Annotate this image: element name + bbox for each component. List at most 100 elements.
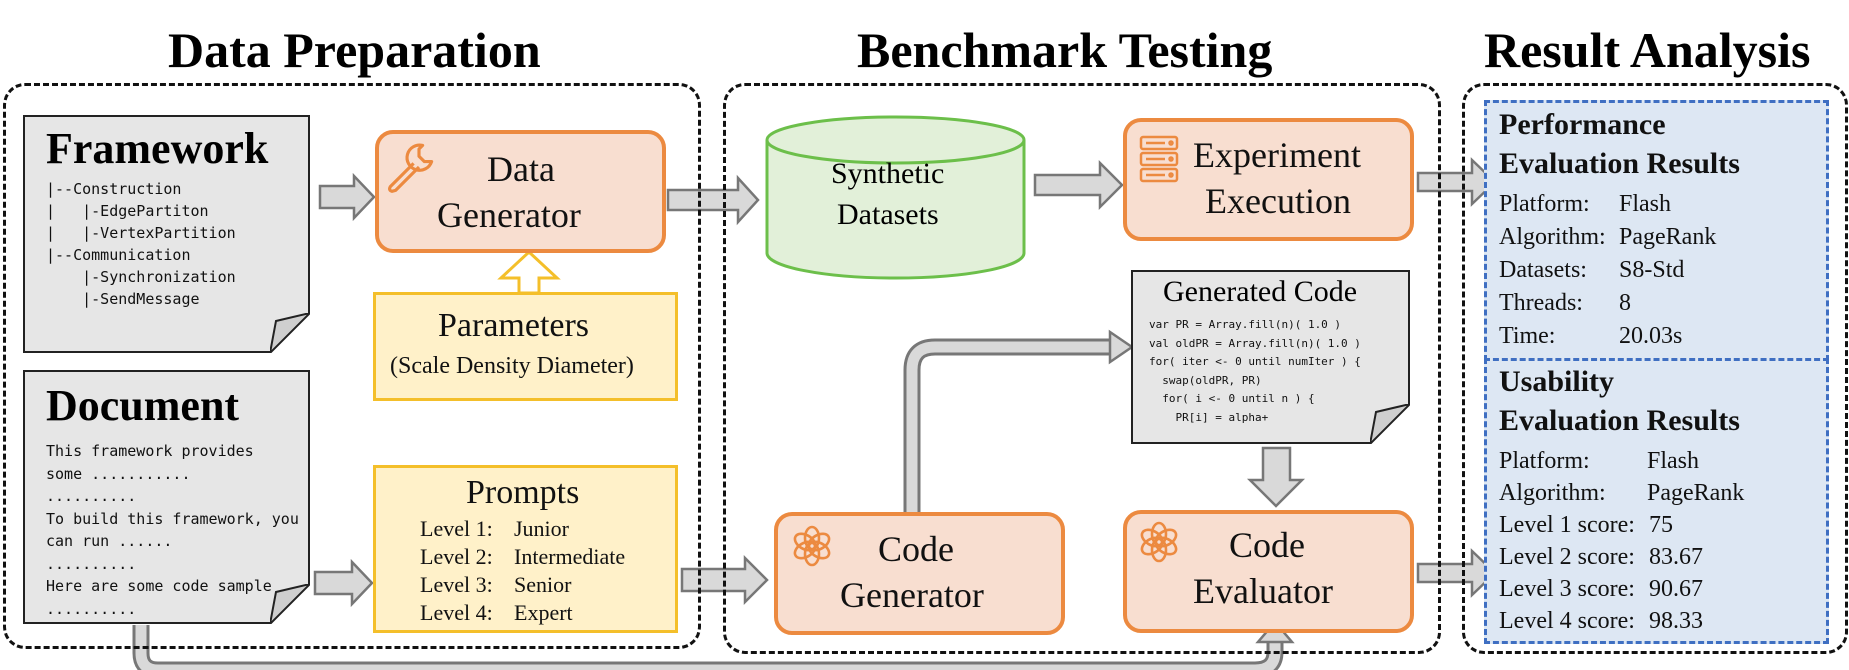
arrow-execution-to-performance — [1416, 157, 1497, 207]
usability-title-line2: Evaluation Results — [1499, 404, 1740, 437]
usability-key: Algorithm: — [1499, 480, 1606, 506]
server-rack-icon — [1139, 135, 1179, 183]
usability-value: Flash — [1647, 448, 1700, 474]
framework-tree-line: |--Construction — [46, 180, 182, 198]
framework-tree-line: |-SendMessage — [46, 290, 200, 308]
usability-value: PageRank — [1647, 480, 1745, 506]
usability-key: Level 2 score: — [1499, 544, 1635, 570]
prompts-box: Prompts Level 1: Junior Level 2: Interme… — [373, 465, 678, 633]
generated-code-document: Generated Code var PR = Array.fill(n)( 1… — [1131, 270, 1410, 444]
arrow-code-to-evaluator — [1246, 446, 1306, 508]
arrow-datasets-to-execution — [1033, 159, 1124, 211]
generated-code-title: Generated Code — [1163, 275, 1358, 308]
framework-tree-line: | |-EdgePartiton — [46, 202, 209, 220]
document-line: .......... — [46, 487, 137, 505]
usability-key: Level 4 score: — [1499, 608, 1635, 634]
performance-value: Flash — [1619, 191, 1672, 217]
title-benchmark-testing: Benchmark Testing — [857, 22, 1273, 78]
performance-value: 20.03s — [1619, 323, 1683, 349]
code-line: swap(oldPR, PR) — [1149, 373, 1262, 387]
prompt-level-name: Expert — [514, 600, 573, 625]
openai-logo-icon — [793, 525, 831, 567]
title-result-analysis: Result Analysis — [1484, 22, 1811, 78]
arrow-framework-to-generator — [318, 172, 376, 222]
data-generator-line2: Generator — [437, 195, 581, 235]
arrow-parameters-to-generator — [497, 249, 561, 295]
prompt-level-label: Level 4: — [420, 600, 493, 625]
document-document: Document This framework provides some ..… — [23, 370, 310, 624]
page-fold-icon — [270, 584, 310, 624]
panel-data-preparation — [3, 83, 701, 649]
document-line: .......... — [46, 554, 137, 573]
generated-code-text: var PR = Array.fill(n)( 1.0 ) val oldPR … — [1149, 316, 1361, 427]
panel-benchmark-testing — [723, 83, 1441, 654]
usability-key: Level 1 score: — [1499, 512, 1635, 538]
parameters-box: Parameters (Scale Density Diameter) — [373, 292, 678, 401]
arrow-generator-to-datasets — [666, 174, 760, 226]
prompt-level-name: Junior — [514, 516, 569, 541]
synthetic-datasets-line2: Datasets — [837, 198, 939, 231]
usability-key: Platform: — [1499, 448, 1590, 474]
code-evaluator-box: Code Evaluator — [1123, 510, 1414, 633]
performance-results-box: Performance Evaluation Results Platform:… — [1484, 100, 1829, 361]
page-fold-icon — [1370, 404, 1410, 444]
document-line: Here are some code sample — [46, 577, 272, 595]
framework-title: Framework — [46, 124, 269, 173]
framework-tree-line: | |-VertexPartition — [46, 224, 236, 242]
code-line: val oldPR = Array.fill(n)( 1.0 ) — [1149, 336, 1361, 350]
document-title: Document — [46, 381, 240, 430]
usability-value: 75 — [1649, 512, 1673, 538]
pipe-arrowhead-2 — [1108, 329, 1135, 365]
experiment-execution-line1: Experiment — [1193, 135, 1361, 175]
usability-title-line1: Usability — [1499, 365, 1615, 398]
performance-key: Time: — [1499, 323, 1556, 349]
performance-value: 8 — [1619, 290, 1631, 316]
prompt-level-name: Intermediate — [514, 544, 626, 569]
code-line: var PR = Array.fill(n)( 1.0 ) — [1149, 318, 1342, 331]
synthetic-datasets-cylinder — [765, 115, 1026, 280]
performance-value: PageRank — [1619, 224, 1717, 250]
prompt-level-label: Level 2: — [420, 544, 493, 569]
openai-logo-icon — [1140, 521, 1178, 563]
title-data-preparation: Data Preparation — [168, 22, 541, 78]
parameters-title: Parameters — [438, 307, 590, 344]
document-line: can run ...... — [46, 532, 173, 550]
usability-value: 90.67 — [1649, 576, 1703, 602]
document-text: This framework provides some ...........… — [46, 440, 299, 620]
performance-value: S8-Std — [1619, 257, 1685, 283]
prompt-level-name: Senior — [514, 572, 572, 597]
framework-tree-line: |--Communication — [46, 246, 191, 264]
usability-value: 83.67 — [1649, 544, 1703, 570]
performance-key: Algorithm: — [1499, 224, 1606, 250]
performance-key: Threads: — [1499, 290, 1583, 316]
wrench-icon — [388, 143, 434, 193]
experiment-execution-box: Experiment Execution — [1123, 118, 1414, 241]
performance-title-line1: Performance — [1499, 108, 1666, 141]
experiment-execution-line2: Execution — [1205, 181, 1351, 221]
document-line: To build this framework, you — [46, 509, 299, 528]
code-evaluator-line1: Code — [1229, 525, 1305, 565]
usability-key: Level 3 score: — [1499, 576, 1635, 602]
usability-value: 98.33 — [1649, 608, 1703, 634]
document-line: .......... — [46, 599, 137, 618]
framework-tree: |--Construction | |-EdgePartiton | |-Ver… — [46, 178, 236, 310]
document-line: some ........... — [46, 464, 191, 483]
code-evaluator-line2: Evaluator — [1193, 571, 1333, 611]
panel-result-analysis — [1462, 83, 1848, 654]
code-generator-line2: Generator — [840, 575, 984, 615]
page-fold-icon — [270, 313, 310, 353]
code-generator-box: Code Generator — [774, 512, 1065, 635]
usability-results-box: Usability Evaluation Results Platform: F… — [1484, 358, 1829, 644]
performance-key: Datasets: — [1499, 257, 1587, 283]
performance-title-line2: Evaluation Results — [1499, 147, 1740, 180]
prompts-title: Prompts — [466, 474, 580, 511]
code-line: for( i <- 0 until n ) { — [1149, 392, 1315, 405]
code-line: PR[i] = alpha+ — [1149, 410, 1269, 424]
arrow-document-to-prompts — [313, 558, 374, 608]
prompt-level-label: Level 3: — [420, 572, 493, 597]
data-generator-box: Data Generator — [375, 130, 666, 253]
arrow-evaluator-to-usability — [1416, 548, 1497, 598]
prompt-level-label: Level 1: — [420, 516, 493, 541]
